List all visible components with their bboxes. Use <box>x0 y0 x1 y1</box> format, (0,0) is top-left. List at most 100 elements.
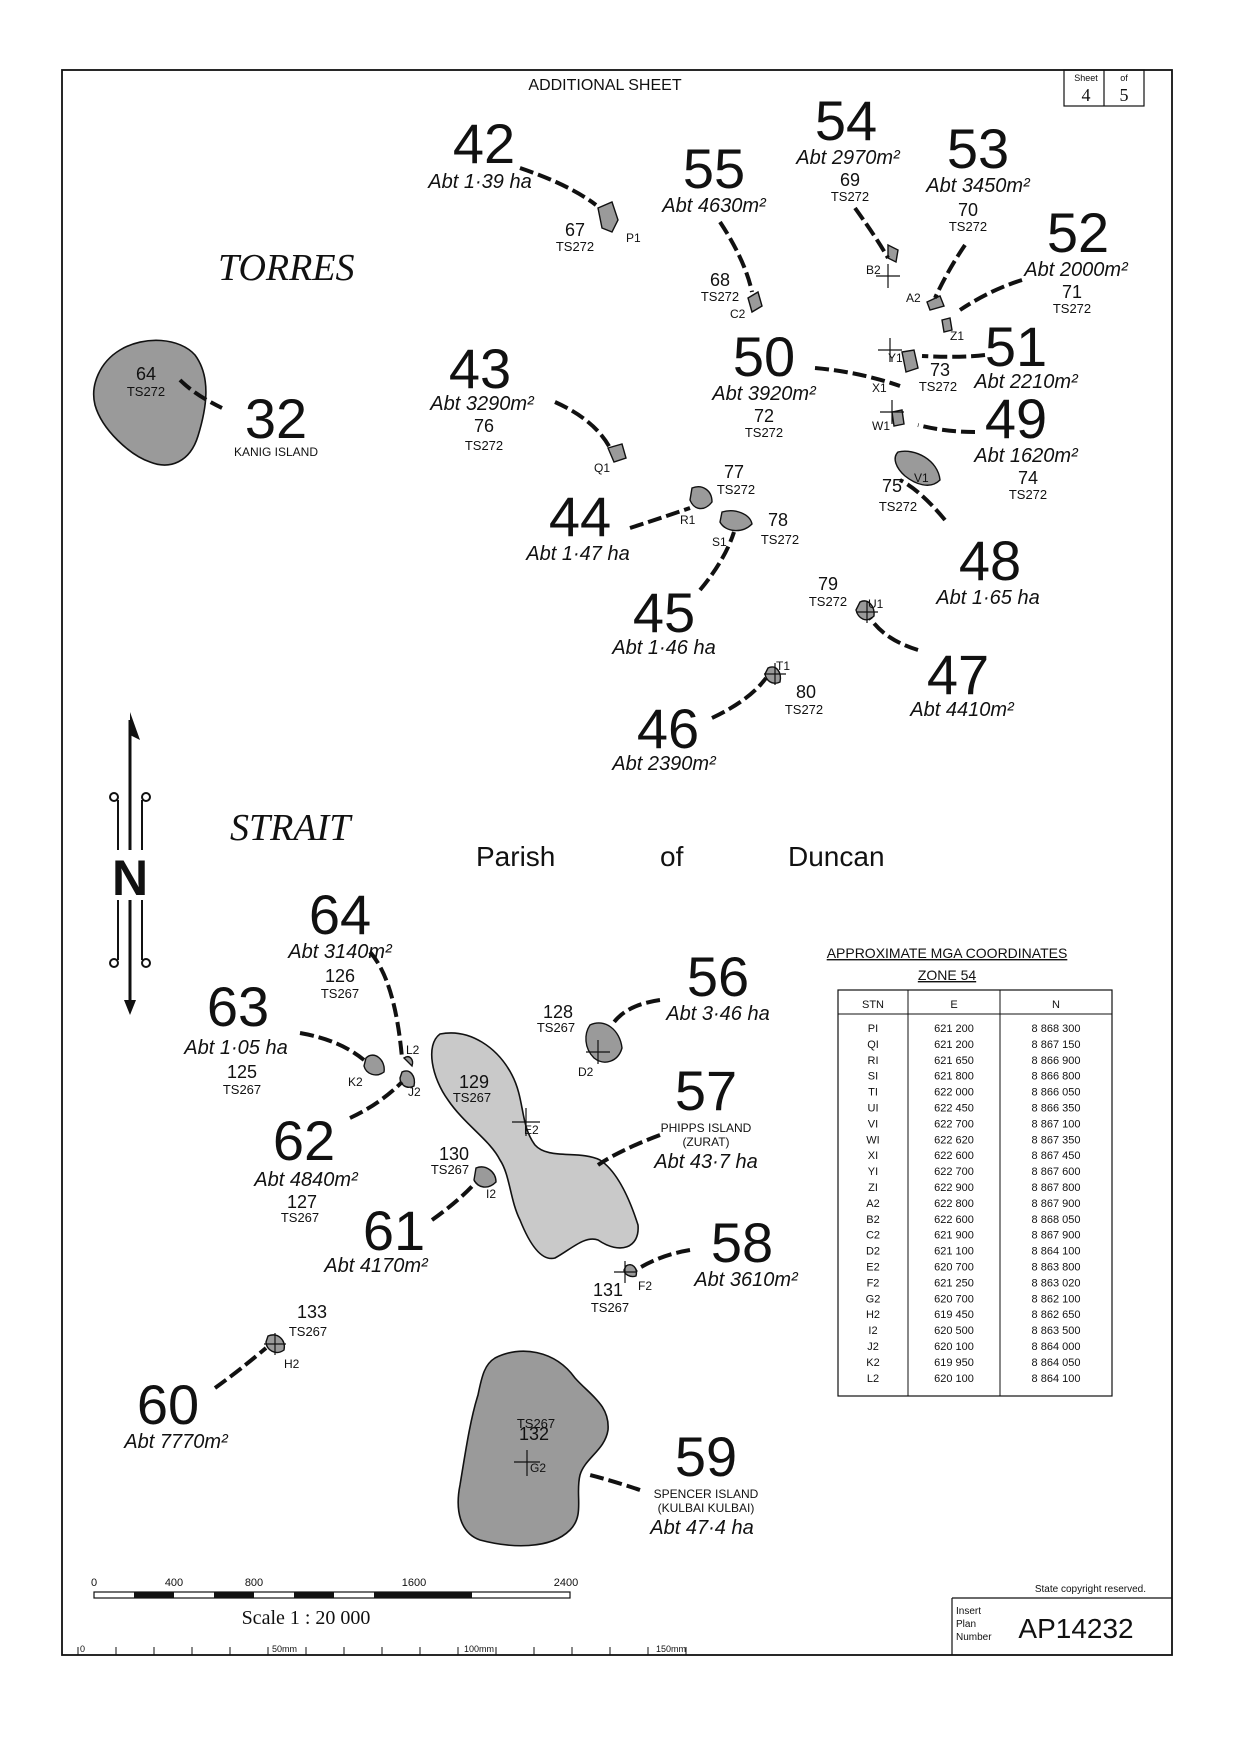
coord-stn: UI <box>868 1103 879 1115</box>
lot-60-area: Abt 7770m² <box>123 1431 229 1453</box>
lot-45-sub-number: 78 <box>768 510 788 530</box>
lot-56-sub-number: 128 <box>543 1002 573 1022</box>
lot-61-area: Abt 4170m² <box>323 1255 429 1277</box>
coord-n: 8 863 500 <box>1032 1325 1081 1337</box>
torres-label: TORRES <box>218 247 355 289</box>
coord-n: 8 866 800 <box>1032 1071 1081 1083</box>
coord-e: 621 650 <box>934 1055 974 1067</box>
lot-47-sub-number: 79 <box>818 574 838 594</box>
insert-label-2: Plan <box>956 1619 976 1630</box>
coord-n: 8 868 050 <box>1032 1214 1081 1226</box>
lot-56-sub-ts: TS267 <box>537 1020 575 1035</box>
lot-58-area: Abt 3610m² <box>693 1269 799 1291</box>
coord-e: 621 900 <box>934 1230 974 1242</box>
plan-number-box: Insert Plan Number AP14232 <box>951 1597 1172 1655</box>
lot-49-sub-ts: TS272 <box>1009 487 1047 502</box>
lot-61-sub-ts: TS267 <box>431 1162 469 1177</box>
lot-57-number: 57 <box>675 1059 737 1122</box>
lot-46-sub-ts: TS272 <box>785 702 823 717</box>
station-P1: P1 <box>626 231 641 245</box>
mm-tick-label: 100mm <box>464 1644 494 1654</box>
mm-tick-label: 150mm <box>656 1644 686 1654</box>
coord-e: 620 500 <box>934 1325 974 1337</box>
coord-e: 622 700 <box>934 1166 974 1178</box>
copyright-note: State copyright reserved. <box>1035 1584 1146 1595</box>
lot-59-number: 59 <box>675 1425 737 1488</box>
station-V1: V1 <box>914 471 929 485</box>
station-C2: C2 <box>730 307 746 321</box>
coord-stn: YI <box>868 1166 878 1178</box>
coord-stn: C2 <box>866 1230 880 1242</box>
coord-stn: B2 <box>866 1214 879 1226</box>
sheet-heading: ADDITIONAL SHEET <box>528 77 681 94</box>
lot-48-sub-ts: TS272 <box>879 499 917 514</box>
mm-tick-label: 0 <box>80 1644 85 1654</box>
of-label: of <box>1120 73 1128 83</box>
coord-n: 8 863 800 <box>1032 1262 1081 1274</box>
station-S1: S1 <box>712 535 727 549</box>
lot-32-number: 32 <box>245 387 307 450</box>
lot-51-sub-ts: TS272 <box>919 379 957 394</box>
spencer-island-shape <box>457 1350 609 1547</box>
station-R1: R1 <box>680 513 696 527</box>
lot-47-number: 47 <box>927 643 989 706</box>
coord-stn: A2 <box>866 1198 879 1210</box>
lot-44-sub-ts: TS272 <box>717 482 755 497</box>
coord-e: 619 450 <box>934 1309 974 1321</box>
coord-n: 8 864 000 <box>1032 1341 1081 1353</box>
coord-stn: E2 <box>866 1262 879 1274</box>
lot-57-area: Abt 43·7 ha <box>653 1151 757 1173</box>
sheet-number-box: Sheet of 4 5 <box>1063 69 1145 107</box>
scale-tick-label: 800 <box>245 1577 263 1589</box>
station-I2: I2 <box>486 1187 496 1201</box>
station-K2: K2 <box>348 1075 363 1089</box>
station-W1: W1 <box>872 419 890 433</box>
scale-label: Scale 1 : 20 000 <box>242 1607 371 1629</box>
lot-62-sub-ts: TS267 <box>281 1210 319 1225</box>
lot-32-sub-ts: TS272 <box>127 384 165 399</box>
phipps-island-shape <box>431 1032 639 1260</box>
duncan-label: Duncan <box>788 841 885 872</box>
lot-63-area: Abt 1·05 ha <box>183 1037 287 1059</box>
plan-number: AP14232 <box>1018 1613 1133 1644</box>
coord-stn: F2 <box>867 1277 880 1289</box>
coord-stn: RI <box>868 1055 879 1067</box>
lot-51-number: 51 <box>985 315 1047 378</box>
lot-45-area: Abt 1·46 ha <box>611 637 715 659</box>
coord-n: 8 863 020 <box>1032 1277 1081 1289</box>
lot-42-area: Abt 1·39 ha <box>427 171 531 193</box>
coord-e: 621 100 <box>934 1246 974 1258</box>
lot-42-sub-number: 67 <box>565 220 585 240</box>
sheet-label: Sheet <box>1074 73 1098 83</box>
lot-47-area: Abt 4410m² <box>909 699 1015 721</box>
lot-60-sub-number: 133 <box>297 1302 327 1322</box>
coord-header-n: N <box>1052 999 1060 1011</box>
station-X1: X1 <box>872 381 887 395</box>
lot-56-area: Abt 3·46 ha <box>665 1003 769 1025</box>
coord-e: 620 100 <box>934 1341 974 1353</box>
lot-45-sub-ts: TS272 <box>761 532 799 547</box>
lot-57-sub-ts: TS267 <box>453 1090 491 1105</box>
lot-53-area: Abt 3450m² <box>925 175 1031 197</box>
station-U1: U1 <box>868 597 884 611</box>
coord-n: 8 867 100 <box>1032 1118 1081 1130</box>
kanig-island-name: KANIG ISLAND <box>234 445 318 459</box>
station-J2: J2 <box>408 1085 421 1099</box>
station-F2: F2 <box>638 1279 652 1293</box>
lot-63-number: 63 <box>207 975 269 1038</box>
lot-32-sub-number: 64 <box>136 364 156 384</box>
